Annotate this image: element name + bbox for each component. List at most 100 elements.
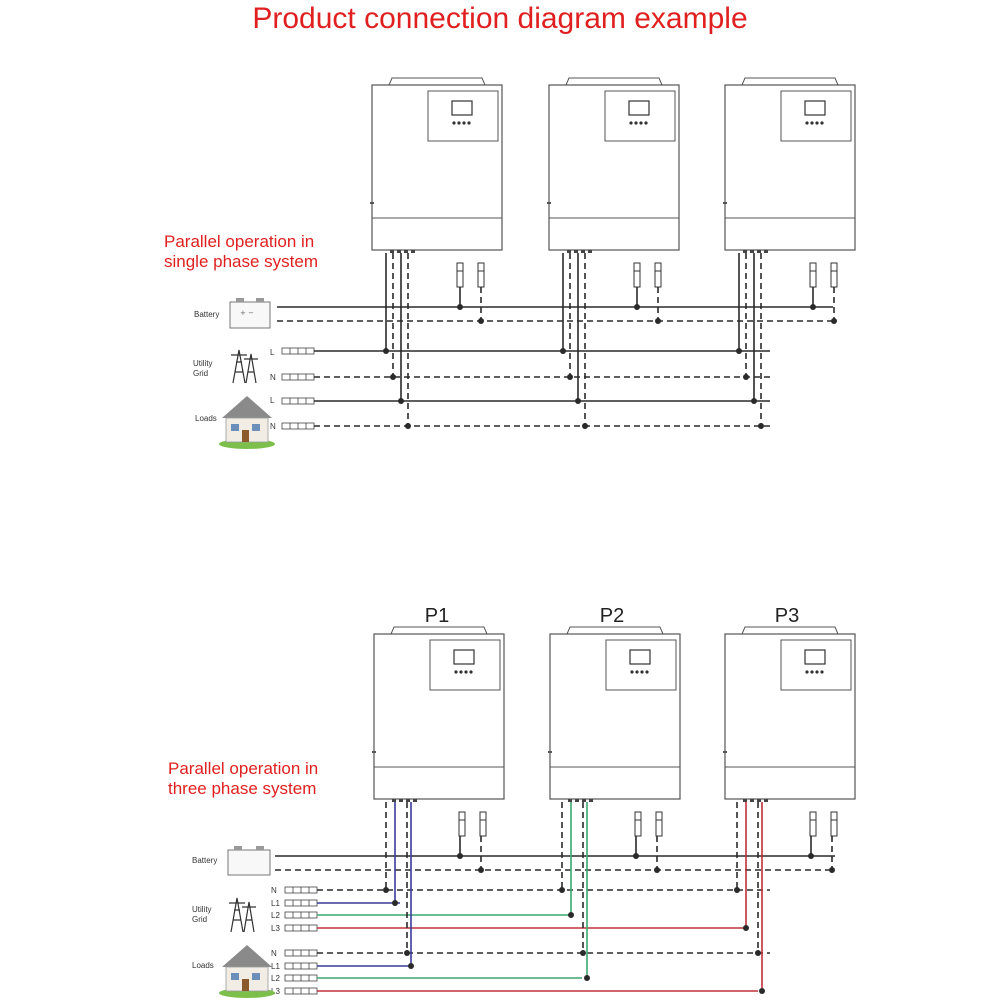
junction-dot	[457, 304, 463, 310]
junction-dot	[758, 423, 764, 429]
breaker-icon	[479, 811, 487, 837]
terminal-block-icon	[284, 949, 318, 957]
panel-button-icon	[454, 670, 458, 674]
ac-terminal	[757, 250, 761, 253]
sp-grid-terminal-l: L	[270, 348, 275, 357]
ac-terminal	[582, 799, 586, 802]
ac-terminal	[567, 250, 571, 253]
junction-dot	[404, 950, 410, 956]
terminal-block-icon	[281, 347, 315, 355]
junction-dot	[808, 853, 814, 859]
ac-terminal	[764, 250, 768, 253]
tp-grid-terminal-l2: L2	[271, 911, 280, 920]
ac-terminal	[589, 799, 593, 802]
mounting-bracket	[388, 77, 486, 86]
inverter-unit	[372, 626, 505, 837]
single-phase-caption-line1: Parallel operation in	[164, 232, 315, 251]
panel-button-icon	[805, 121, 809, 125]
single-phase-caption-line2: single phase system	[164, 252, 319, 271]
ac-terminal	[581, 250, 585, 253]
panel-button-icon	[457, 121, 461, 125]
panel-button-icon	[635, 670, 639, 674]
terminal-block-icon	[284, 924, 318, 932]
terminal-block-icon	[281, 373, 315, 381]
transmission-tower-icon	[231, 349, 258, 384]
unit-label-p1: P1	[425, 605, 449, 627]
tp-loads-terminal-l3: L3	[271, 987, 280, 996]
ac-terminal	[399, 799, 403, 802]
junction-dot	[751, 398, 757, 404]
panel-button-icon	[639, 121, 643, 125]
control-panel	[780, 639, 852, 691]
breaker-icon	[456, 262, 464, 288]
tp-grid-terminal-l1: L1	[271, 899, 280, 908]
sp-grid-label-1: Utility	[193, 359, 213, 368]
inverter-unit	[547, 77, 680, 288]
junction-dot	[584, 975, 590, 981]
junction-dot	[398, 398, 404, 404]
battery-icon: + −	[229, 298, 271, 329]
terminal-block-icon	[284, 987, 318, 995]
mounting-bracket	[390, 626, 488, 635]
breaker-icon	[477, 262, 485, 288]
ac-terminal	[757, 799, 761, 802]
panel-button-icon	[805, 670, 809, 674]
lcd-screen-icon	[804, 649, 826, 665]
panel-button-icon	[452, 121, 456, 125]
junction-dot	[408, 963, 414, 969]
lcd-screen-icon	[453, 649, 475, 665]
junction-dot	[383, 887, 389, 893]
panel-button-icon	[645, 670, 649, 674]
panel-button-icon	[629, 121, 633, 125]
breaker-icon	[809, 262, 817, 288]
terminal-block-icon	[284, 886, 318, 894]
tp-grid-terminal-l3: L3	[271, 924, 280, 933]
ac-terminal	[588, 250, 592, 253]
panel-button-icon	[815, 121, 819, 125]
panel-button-icon	[467, 121, 471, 125]
terminal-block-icon	[284, 899, 318, 907]
battery-icon	[227, 846, 271, 876]
junction-dot	[743, 925, 749, 931]
tp-grid-label-1: Utility	[192, 905, 212, 914]
tp-loads-terminal-l2: L2	[271, 974, 280, 983]
panel-button-icon	[459, 670, 463, 674]
tp-loads-terminal-n: N	[271, 949, 277, 958]
lcd-screen-icon	[451, 100, 473, 116]
terminal-block-icon	[281, 422, 315, 430]
sp-battery-label: Battery	[194, 310, 219, 319]
junction-dot	[568, 912, 574, 918]
lcd-screen-icon	[804, 100, 826, 116]
panel-button-icon	[469, 670, 473, 674]
junction-dot	[633, 853, 639, 859]
control-panel	[429, 639, 501, 691]
ac-terminal	[750, 250, 754, 253]
breaker-icon	[654, 262, 662, 288]
control-panel	[605, 639, 677, 691]
transmission-tower-icon	[229, 897, 256, 933]
junction-dot	[759, 988, 765, 994]
sp-grid-terminal-n: N	[270, 373, 276, 382]
sp-grid-label-2: Grid	[193, 369, 208, 378]
junction-dot	[829, 867, 835, 873]
tp-battery-label: Battery	[192, 856, 217, 865]
breaker-icon	[633, 262, 641, 288]
junction-dot	[580, 950, 586, 956]
unit-label-p3: P3	[775, 605, 799, 627]
ac-terminal	[574, 250, 578, 253]
ac-terminal	[406, 799, 410, 802]
sp-loads-terminal-l: L	[270, 396, 275, 405]
breaker-icon	[655, 811, 663, 837]
junction-dot	[655, 318, 661, 324]
junction-dot	[575, 398, 581, 404]
page-title: Product connection diagram example	[252, 2, 748, 35]
junction-dot	[734, 887, 740, 893]
breaker-icon	[830, 811, 838, 837]
panel-button-icon	[820, 121, 824, 125]
junction-dot	[736, 348, 742, 354]
panel-button-icon	[815, 670, 819, 674]
ac-terminal	[413, 799, 417, 802]
terminal-block-icon	[281, 397, 315, 405]
ac-terminal	[764, 799, 768, 802]
